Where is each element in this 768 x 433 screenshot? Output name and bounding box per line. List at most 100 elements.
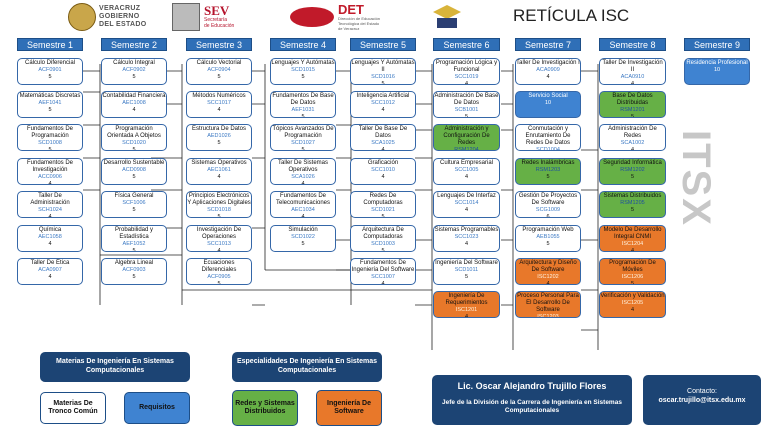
course-code: ISC1202	[537, 274, 559, 280]
course-name: Desarrollo Sustentable	[103, 160, 165, 166]
course-credits: 5	[132, 174, 136, 180]
course-name: Arquitectura y Diseño De Software	[519, 260, 577, 273]
course-name: Química	[38, 227, 62, 233]
sev-logo-text: SEV	[204, 3, 230, 18]
course-name: Cálculo Vectorial	[196, 60, 242, 66]
course-credits: 4	[546, 281, 550, 285]
contact-email[interactable]: oscar.trujillo@itsx.edu.mx	[658, 397, 746, 404]
veracruz-seal-icon	[68, 3, 96, 31]
course-box-s7-8[interactable]: Proceso Personal Para El Desarrollo De S…	[515, 291, 581, 318]
course-code: ACF0904	[207, 67, 231, 73]
semester-header-1: Semestre 1	[17, 38, 83, 51]
course-name: Taller De Administración	[30, 193, 70, 206]
course-name: Fundamentos De Base De Datos	[272, 93, 334, 106]
course-credits: 5	[48, 147, 52, 151]
course-code: ISC1203	[537, 314, 559, 318]
course-name: Taller De Base De Datos	[358, 126, 408, 139]
semester-header-4: Semestre 4	[270, 38, 336, 51]
course-code: ISC1206	[621, 274, 644, 280]
course-name: Sistemas Distribuidos	[603, 193, 662, 199]
course-code: ACD0908	[122, 167, 146, 173]
course-name: Sistemas Programables	[434, 227, 499, 233]
course-name: Métodos Numéricos	[192, 93, 246, 99]
course-credits: 5	[301, 114, 305, 118]
course-name: Cálculo Integral	[113, 60, 155, 66]
det-logo-sub3: de Veracruz	[338, 25, 360, 31]
course-name: Servicio Social	[528, 93, 568, 99]
course-code: SCC1005	[454, 167, 479, 173]
course-box-s7-3[interactable]: Conmutación y Enrutamiento De Redes De D…	[515, 124, 581, 151]
course-code: SCD1011	[454, 267, 479, 273]
course-name: Residencia Profesional	[686, 60, 748, 66]
course-credits: 4	[48, 181, 52, 185]
course-credits: 5	[48, 107, 52, 113]
course-name: Proceso Personal Para El Desarrollo De S…	[517, 293, 579, 313]
course-box-s3-5[interactable]: Principios Electrónicos Y Aplicaciones D…	[186, 191, 252, 218]
course-credits: 5	[630, 207, 635, 213]
course-credits: 4	[630, 248, 635, 252]
course-credits: 4	[464, 314, 469, 318]
legend-req-box: Requisitos	[124, 392, 190, 424]
legend-spec-networks: Redes y Sistemas Distribuidos	[232, 390, 298, 426]
course-credits: 4	[381, 107, 385, 113]
semester-header-8: Semestre 8	[599, 38, 666, 51]
course-credits: 5	[217, 74, 221, 80]
